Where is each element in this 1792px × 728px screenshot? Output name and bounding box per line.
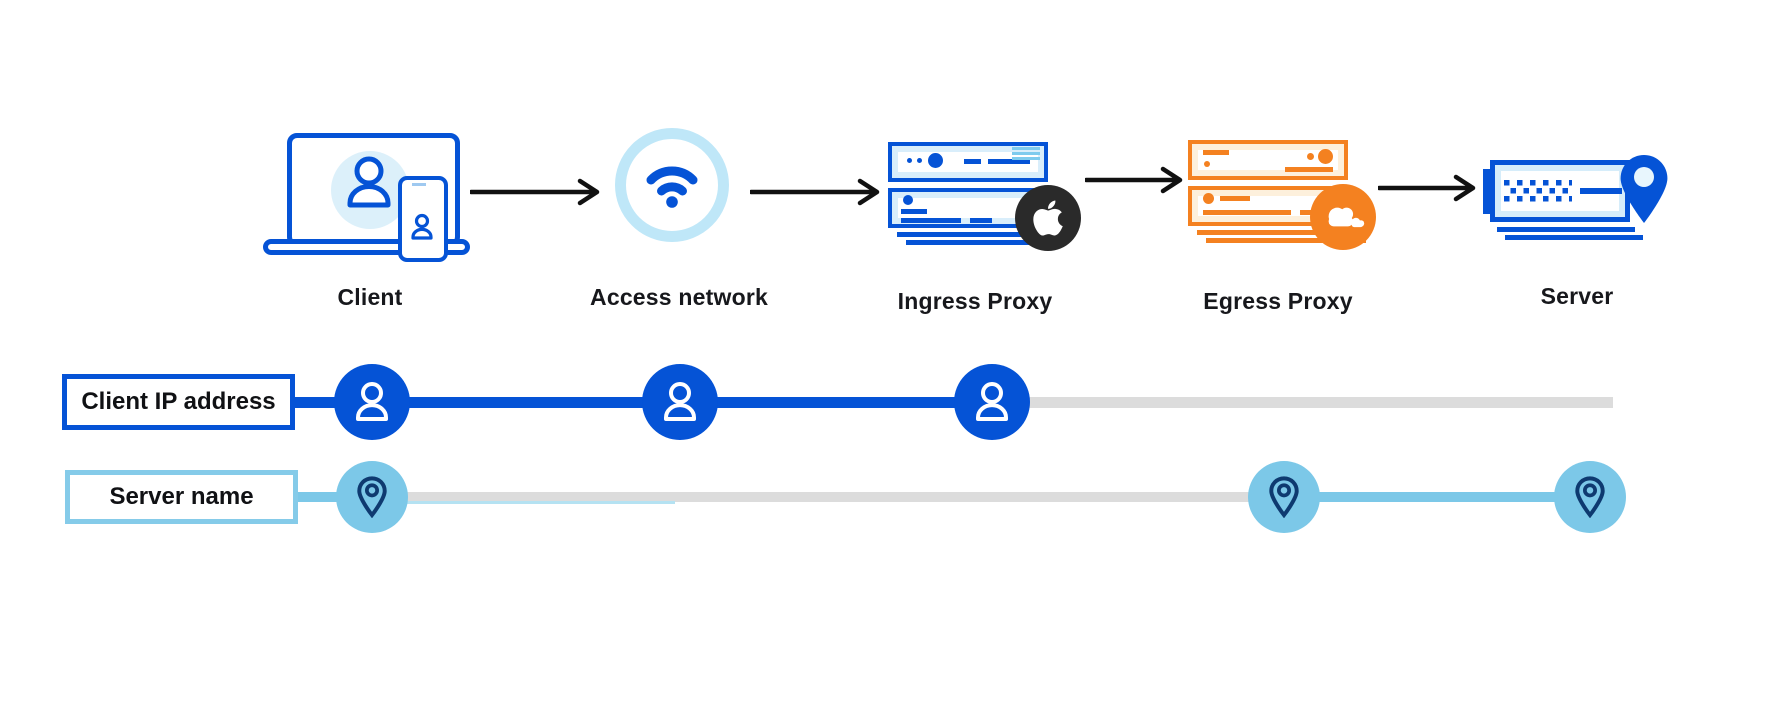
client-ip-address-box: Client IP address xyxy=(62,374,295,430)
server-name-box: Server name xyxy=(65,470,298,524)
person-icon xyxy=(356,382,388,421)
stage-label-server: Server xyxy=(1540,283,1614,309)
flow-arrow xyxy=(1085,166,1183,194)
server-stack-edge xyxy=(897,232,1057,237)
flow-arrow xyxy=(470,178,600,206)
vent-stripes xyxy=(1012,147,1040,150)
server-stack-edge xyxy=(1497,227,1635,232)
led-dot xyxy=(1203,193,1214,204)
location-pin-icon xyxy=(1269,476,1299,518)
server-dot-grid xyxy=(1504,180,1572,202)
stage-label-client: Client xyxy=(337,284,403,310)
location-pin-icon xyxy=(1575,476,1605,518)
panel-line xyxy=(1203,210,1291,215)
panel-line xyxy=(1285,167,1333,172)
apple-logo xyxy=(1015,185,1081,251)
stage-label-ingress-proxy: Ingress Proxy xyxy=(897,288,1053,314)
led-dot xyxy=(928,153,943,168)
location-pin-icon xyxy=(1620,155,1668,223)
led-dot xyxy=(903,195,913,205)
person-icon xyxy=(976,382,1008,421)
server-name-node-server xyxy=(1554,461,1626,533)
led-dot xyxy=(907,158,912,163)
phone-speaker xyxy=(412,183,426,186)
led-dot xyxy=(1318,149,1333,164)
wifi-ring xyxy=(615,128,729,242)
panel-line xyxy=(1220,196,1250,201)
server-stack-edge xyxy=(1197,230,1357,235)
panel-line xyxy=(1203,150,1229,155)
server-stack-edge xyxy=(1505,235,1643,240)
client-ip-inactive-line xyxy=(992,397,1613,408)
server-name-inactive-line xyxy=(374,492,1284,502)
stage-label-egress-proxy: Egress Proxy xyxy=(1203,288,1353,314)
panel-line xyxy=(1580,188,1622,194)
stage-label-access-network: Access network xyxy=(590,284,768,310)
panel-line xyxy=(901,209,927,214)
panel-line xyxy=(970,218,992,223)
led-dot xyxy=(1204,161,1210,167)
panel-line xyxy=(901,218,961,223)
vent-stripes xyxy=(1012,152,1040,155)
client-ip-node-ingress-proxy xyxy=(954,364,1030,440)
person-icon xyxy=(664,382,696,421)
flow-arrow xyxy=(1378,174,1476,202)
cloudflare-logo xyxy=(1310,184,1376,250)
server-name-active-line xyxy=(1284,492,1590,502)
flow-arrow xyxy=(750,178,880,206)
person-icon xyxy=(347,156,391,208)
client-ip-node-client xyxy=(334,364,410,440)
vent-stripes xyxy=(1012,157,1040,160)
location-pin-icon xyxy=(357,476,387,518)
server-name-node-client xyxy=(336,461,408,533)
person-icon xyxy=(411,213,433,240)
panel-line xyxy=(964,159,981,164)
wifi-icon xyxy=(646,166,698,208)
server-stack-edge xyxy=(1206,238,1366,243)
led-dot xyxy=(917,158,922,163)
server-name-node-egress-proxy xyxy=(1248,461,1320,533)
client-ip-node-access-network xyxy=(642,364,718,440)
server-stack-edge xyxy=(906,240,1066,245)
server-name-label: Server name xyxy=(109,483,254,510)
panel-line xyxy=(988,159,1030,164)
server-name-thin-line xyxy=(382,501,675,504)
led-dot xyxy=(1307,153,1314,160)
client-ip-address-label: Client IP address xyxy=(81,388,276,415)
